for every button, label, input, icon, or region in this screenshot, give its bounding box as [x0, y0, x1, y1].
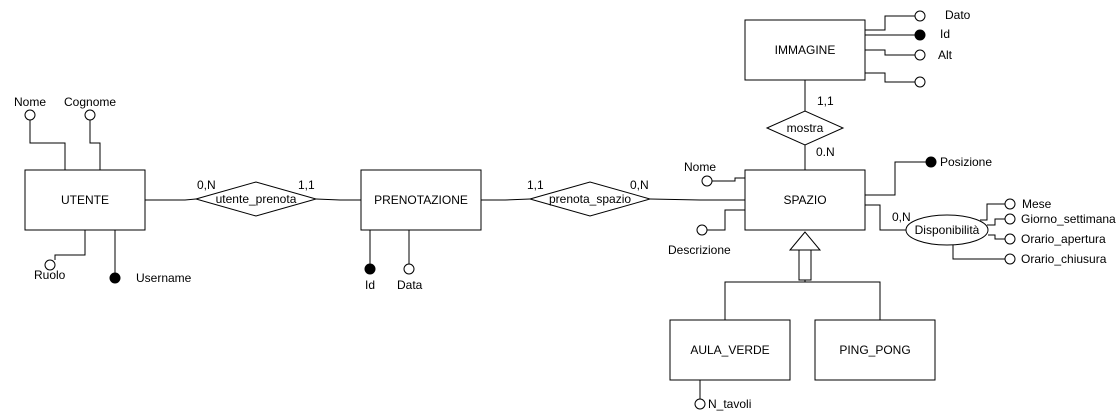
- composite-disponibilita[interactable]: [905, 214, 989, 246]
- entity-prenotazione[interactable]: [360, 169, 482, 231]
- entity-immagine[interactable]: [744, 19, 866, 81]
- attr-spazio-nome-line: [712, 177, 745, 182]
- attr-disp-giorno-dot: [1004, 213, 1016, 225]
- attr-utente-cognome-label: Cognome: [64, 95, 116, 109]
- attr-aula-n-tavoli-dot: [694, 398, 706, 410]
- prenotazione-to-prenota-spazio-line: [481, 198, 531, 201]
- attr-disp-mese-label: Mese: [1022, 197, 1052, 211]
- entity-utente[interactable]: [24, 169, 146, 231]
- attr-utente-ruolo-line: [54, 230, 86, 260]
- attr-immagine-dato-dot: [914, 10, 926, 22]
- composite-disponibilita-label: Disponibilità: [915, 223, 980, 237]
- entity-ping-pong[interactable]: [814, 319, 936, 381]
- attr-disp-chiusura-label: Orario_chiusura: [1021, 252, 1107, 266]
- attr-immagine-id-dot: [914, 29, 926, 41]
- rel-prenota-spazio-label: prenota_spazio: [549, 192, 631, 206]
- attr-prenotazione-id-dot: [364, 263, 376, 275]
- attr-disp-chiusura-line: [952, 245, 1005, 260]
- attr-utente-cognome-dot: [84, 109, 96, 121]
- attr-disp-mese-line: [980, 203, 1005, 221]
- entity-ping-pong-label: PING_PONG: [839, 343, 910, 357]
- rel-mostra[interactable]: [765, 110, 845, 146]
- attr-disp-giorno-line: [987, 218, 1005, 226]
- card-utente-prenota-utente: 0,N: [197, 178, 216, 192]
- attr-disp-chiusura-dot: [1004, 253, 1016, 265]
- attr-spazio-posizione-dot: [925, 156, 937, 168]
- card-spazio-disponibilita: 0,N: [892, 210, 911, 224]
- attr-spazio-posizione-label: Posizione: [940, 155, 992, 169]
- attr-spazio-descrizione-dot: [696, 224, 708, 236]
- entity-prenotazione-label: PRENOTAZIONE: [374, 193, 468, 207]
- generalization-arrow-shaft: [798, 249, 812, 281]
- attr-utente-nome-dot: [24, 109, 36, 121]
- attr-aula-n-tavoli-label: N_tavoli: [708, 397, 751, 411]
- attr-utente-cognome-line: [89, 120, 101, 170]
- generalization-branch-line: [724, 280, 881, 320]
- attr-disp-apertura-label: Orario_apertura: [1021, 232, 1106, 246]
- attr-immagine-alt-line: [865, 49, 915, 56]
- rel-utente-prenota[interactable]: [194, 181, 318, 217]
- attr-spazio-descrizione-label: Descrizione: [668, 243, 731, 257]
- attr-disp-mese-dot: [1004, 198, 1016, 210]
- attr-utente-nome-label: Nome: [14, 95, 46, 109]
- attr-disp-apertura-dot: [1004, 233, 1016, 245]
- attr-immagine-dato-label: Dato: [945, 8, 971, 22]
- attr-immagine-alt-label: Alt: [938, 48, 953, 62]
- entity-spazio[interactable]: [744, 169, 866, 231]
- utente-to-utente-prenota-line: [145, 198, 197, 201]
- entity-aula-verde[interactable]: [669, 319, 791, 381]
- attr-immagine-unlabeled-line: [865, 72, 915, 83]
- attr-utente-ruolo-label: Ruolo: [34, 268, 66, 282]
- card-mostra-immagine: 1,1: [817, 94, 834, 108]
- attr-prenotazione-data-label: Data: [397, 278, 423, 292]
- entity-utente-label: UTENTE: [61, 193, 109, 207]
- attr-utente-username-label: Username: [136, 271, 192, 285]
- spazio-to-disponibilita-line: [865, 204, 906, 231]
- entity-immagine-label: IMMAGINE: [775, 43, 836, 57]
- entity-spazio-label: SPAZIO: [783, 193, 826, 207]
- card-utente-prenota-prenotazione: 1,1: [298, 178, 315, 192]
- rel-utente-prenota-label: utente_prenota: [216, 192, 297, 206]
- attr-prenotazione-id-label: Id: [365, 278, 375, 292]
- attr-disp-giorno-label: Giorno_settimana: [1021, 212, 1116, 226]
- attr-immagine-id-label: Id: [940, 27, 950, 41]
- entity-aula-verde-label: AULA_VERDE: [690, 343, 769, 357]
- card-mostra-spazio: 0.N: [816, 145, 835, 159]
- attr-utente-nome-line: [29, 120, 66, 170]
- attr-utente-ruolo-dot: [44, 259, 56, 271]
- attr-spazio-descrizione-line: [707, 209, 745, 231]
- attr-disp-apertura-line: [988, 234, 1005, 240]
- attr-immagine-alt-dot: [914, 49, 926, 61]
- attr-spazio-nome-label: Nome: [684, 160, 716, 174]
- prenota-spazio-to-spazio-line: [649, 198, 745, 201]
- generalization-arrow: [788, 231, 822, 251]
- attr-immagine-dato-line: [865, 15, 915, 31]
- rel-prenota-spazio[interactable]: [528, 181, 652, 217]
- attr-spazio-nome-dot: [701, 175, 713, 187]
- card-prenota-spazio-spazio: 0,N: [630, 178, 649, 192]
- utente-prenota-to-prenotazione-line: [315, 198, 361, 201]
- attr-prenotazione-data-dot: [403, 263, 415, 275]
- attr-utente-username-dot: [109, 272, 121, 284]
- card-prenota-spazio-prenotazione: 1,1: [527, 178, 544, 192]
- attr-immagine-unlabeled-dot: [914, 76, 926, 88]
- attr-spazio-posizione-line: [865, 161, 926, 196]
- rel-mostra-label: mostra: [787, 121, 824, 135]
